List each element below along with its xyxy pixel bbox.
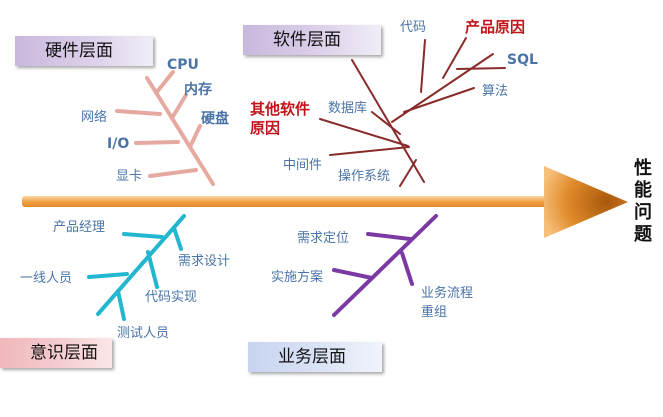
bone-awareness	[87, 214, 186, 321]
software-product-bone	[442, 37, 467, 79]
cause-other-software: 其他软件 原因	[250, 100, 311, 137]
software-middleware-bone	[329, 146, 410, 156]
software-os-bone	[399, 159, 417, 187]
cause-database: 数据库	[328, 101, 368, 116]
bone-hardware	[115, 70, 215, 186]
category-software-box: 软件层面	[243, 25, 381, 55]
software-db-bone	[371, 111, 401, 135]
software-other-bone	[319, 118, 409, 147]
cause-code: 代码	[400, 20, 427, 35]
cause-requirement-positioning: 需求定位	[297, 231, 350, 246]
cause-os: 操作系统	[338, 169, 391, 184]
cause-frontline-staff: 一线人员	[20, 271, 73, 286]
cause-code-implementation: 代码实现	[145, 290, 198, 305]
software-code-bone	[420, 39, 426, 93]
bone-business	[332, 214, 438, 317]
main-spine	[22, 196, 550, 207]
cause-requirement-design: 需求设计	[178, 254, 231, 269]
problem-label: 性能问题	[634, 158, 652, 245]
hardware-disk-bone	[188, 124, 202, 149]
hardware-cpu-bone	[154, 70, 175, 95]
cause-testers: 测试人员	[117, 326, 170, 341]
category-hardware-box: 硬件层面	[15, 36, 153, 66]
awareness-dev-bone	[146, 250, 159, 289]
business-req-bone	[366, 232, 412, 241]
cause-implementation-plan: 实施方案	[271, 270, 324, 285]
category-business-box: 业务层面	[248, 342, 382, 372]
cause-algorithm: 算法	[482, 84, 509, 99]
cause-io: I/O	[107, 136, 130, 152]
awareness-main-bone	[96, 214, 186, 316]
awareness-design-bone	[172, 226, 183, 251]
business-plan-bone	[332, 268, 374, 280]
software-algo-bone	[403, 87, 475, 113]
cause-process-reorg: 业务流程 重组	[421, 286, 474, 320]
cause-middleware: 中间件	[283, 158, 323, 173]
cause-gpu: 显卡	[116, 169, 143, 184]
cause-cpu: CPU	[167, 57, 199, 73]
cause-sql: SQL	[507, 52, 538, 68]
software-main-bone	[351, 59, 425, 183]
awareness-qa-bone	[116, 289, 126, 321]
bone-software	[319, 37, 506, 187]
cause-network: 网络	[81, 110, 108, 125]
main-arrowhead	[544, 166, 628, 238]
cause-product-manager: 产品经理	[53, 220, 106, 235]
awareness-pm-bone	[122, 232, 164, 239]
business-main-bone	[332, 214, 438, 317]
hardware-main-bone	[145, 76, 215, 186]
cause-product-reason: 产品原因	[465, 18, 526, 36]
business-reorg-bone	[400, 251, 414, 286]
hardware-gpu-bone	[148, 168, 198, 178]
cause-memory: 内存	[184, 82, 212, 98]
cause-disk: 硬盘	[201, 111, 229, 127]
awareness-frontline-bone	[87, 272, 129, 279]
category-awareness-box: 意识层面	[0, 338, 112, 368]
hardware-io-bone	[134, 140, 180, 145]
hardware-network-bone	[115, 109, 162, 116]
software-sql-bone	[456, 67, 506, 70]
hardware-memory-bone	[170, 93, 188, 120]
